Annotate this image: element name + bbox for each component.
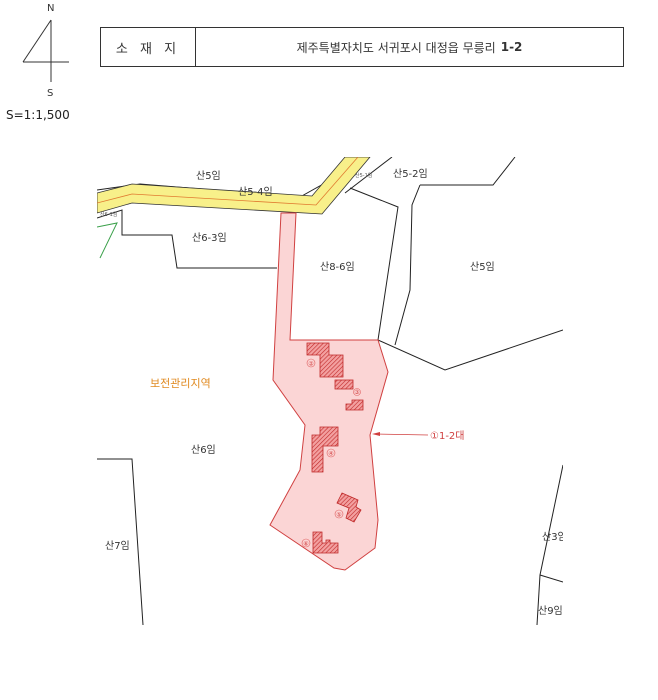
arrow-head-icon — [372, 432, 380, 436]
building-number: ② — [308, 361, 314, 368]
south-label: S — [47, 88, 54, 99]
location-value: 제주특별자치도 서귀포시 대정읍 무릉리 1-2 — [196, 28, 623, 66]
building-2b — [334, 379, 354, 390]
building-number: ⑤ — [336, 512, 341, 519]
road-centerline — [97, 157, 359, 206]
zone-label: 보전관리지역 — [150, 377, 211, 390]
building-5 — [336, 492, 362, 523]
building-2 — [306, 342, 344, 378]
subject-pointer — [374, 433, 429, 436]
parcel-label: 산8-6임 — [320, 260, 355, 273]
subject-parcel[interactable] — [269, 212, 389, 571]
building-3 — [345, 399, 364, 411]
buildings — [306, 342, 364, 554]
location-label: 소 재 지 — [101, 28, 196, 66]
parcel-label: 산3임 — [542, 530, 567, 543]
road — [97, 157, 371, 215]
parcel-label: 산5임 — [470, 260, 495, 273]
compass-icon — [22, 19, 69, 82]
building-number: ③ — [354, 389, 359, 396]
location-address: 제주특별자치도 서귀포시 대정읍 무릉리 — [296, 40, 496, 55]
location-table: 소 재 지 제주특별자치도 서귀포시 대정읍 무릉리 1-2 — [100, 27, 624, 67]
scale-label: S=1:1,500 — [6, 108, 70, 122]
parcel-label: 산9임 — [538, 604, 563, 617]
building-number: ⑥ — [303, 541, 308, 548]
location-lot: 1-2 — [500, 40, 523, 54]
green-boundary — [97, 222, 118, 259]
building-number: ④ — [328, 451, 333, 458]
parcel-label: 산6-1임 — [100, 211, 117, 218]
parcel-label: 산5-2임 — [393, 167, 428, 180]
parcel-label: 산5-4임 — [238, 185, 273, 198]
parcel-label: 산5임 — [196, 169, 221, 182]
parcel-label: 산6임 — [191, 443, 216, 456]
parcel-label: 산6-3임 — [192, 231, 227, 244]
north-label: N — [47, 3, 55, 14]
parcel-label: 산7임 — [105, 539, 130, 552]
building-4 — [311, 426, 339, 473]
parcel-label: 산5-1임 — [355, 172, 372, 179]
building-6 — [312, 531, 339, 554]
subject-label: ①1-2대 — [430, 430, 465, 442]
north-arrow: N S — [0, 0, 90, 130]
building-number-circles — [301, 358, 361, 548]
